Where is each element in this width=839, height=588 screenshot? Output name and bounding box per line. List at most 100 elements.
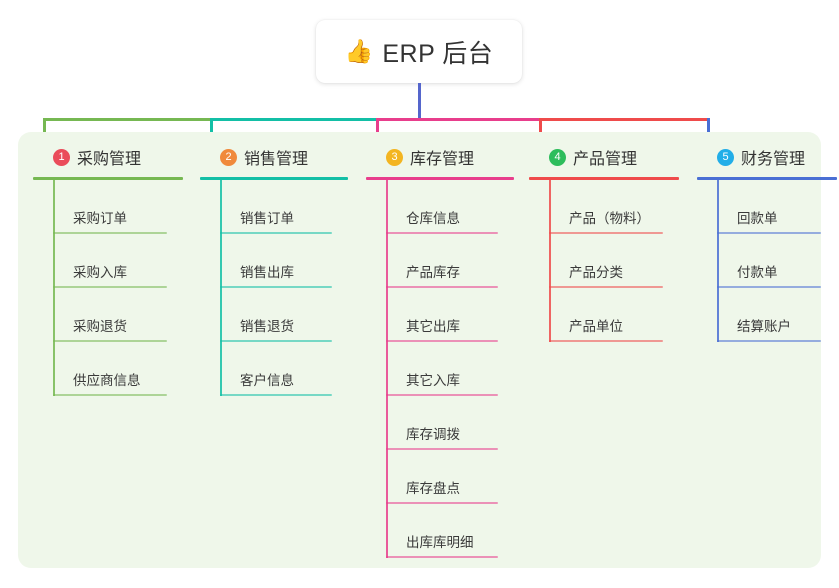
branch-rule-3 (366, 177, 514, 180)
leaf-item[interactable]: 出库库明细 (386, 504, 514, 558)
leaf-item-underline (53, 340, 167, 342)
leaf-item-underline (386, 448, 498, 450)
branch-title-1: 采购管理 (77, 151, 142, 168)
thumbs-up-icon: 👍 (344, 38, 374, 64)
leaf-item-label: 销售出库 (240, 265, 294, 280)
leaf-item[interactable]: 结算账户 (717, 288, 837, 342)
branch-items-4: 产品（物料） 产品分类产品单位 (549, 180, 679, 342)
branch-title-3: 库存管理 (410, 151, 475, 168)
leaf-item-label: 产品（物料） (569, 211, 650, 226)
root-title: ERP 后台 (382, 39, 494, 68)
branch-column-3: 3 库存管理仓库信息产品库存其它出库其它入库库存调拨库存盘点出库库明细 (366, 142, 514, 558)
leaf-item-underline (717, 340, 821, 342)
leaf-item-label: 产品单位 (569, 319, 623, 334)
branch-header-1[interactable]: 1 采购管理 (33, 142, 183, 172)
leaf-item[interactable]: 其它入库 (386, 342, 514, 396)
leaf-item-underline (717, 286, 821, 288)
branch-header-4[interactable]: 4 产品管理 (529, 142, 679, 172)
branch-header-3[interactable]: 3 库存管理 (366, 142, 514, 172)
leaf-item-underline (386, 340, 498, 342)
leaf-item-underline (220, 286, 332, 288)
leaf-item-label: 产品分类 (569, 265, 623, 280)
leaf-item-label: 采购退货 (73, 319, 127, 334)
branch-title-2: 销售管理 (244, 151, 309, 168)
leaf-item[interactable]: 产品库存 (386, 234, 514, 288)
leaf-item-label: 其它入库 (406, 373, 460, 388)
leaf-item-label: 仓库信息 (406, 211, 460, 226)
leaf-item-label: 库存盘点 (406, 481, 460, 496)
branch-rule-2 (200, 177, 348, 180)
bus-segment-1 (43, 118, 213, 121)
trunk-line (418, 83, 421, 120)
leaf-item-underline (717, 232, 821, 234)
leaf-item[interactable]: 仓库信息 (386, 180, 514, 234)
leaf-item-underline (53, 232, 167, 234)
branch-badge-1: 1 (53, 148, 70, 166)
branch-rule-1 (33, 177, 183, 180)
branch-rule-5 (697, 177, 837, 180)
bus-segment-2 (210, 118, 379, 121)
leaf-item-underline (386, 502, 498, 504)
leaf-item-underline (386, 232, 498, 234)
leaf-item-underline (549, 286, 663, 288)
leaf-item-label: 供应商信息 (73, 373, 141, 388)
leaf-item[interactable]: 产品单位 (549, 288, 679, 342)
leaf-item[interactable]: 采购入库 (53, 234, 183, 288)
leaf-item[interactable]: 销售出库 (220, 234, 348, 288)
leaf-item-underline (53, 394, 167, 396)
branch-header-2[interactable]: 2 销售管理 (200, 142, 348, 172)
branch-badge-3: 3 (386, 148, 403, 166)
leaf-item[interactable]: 客户信息 (220, 342, 348, 396)
branch-items-2: 销售订单销售出库销售退货客户信息 (220, 180, 348, 396)
branch-rule-4 (529, 177, 679, 180)
leaf-item-underline (549, 340, 663, 342)
leaf-item-underline (220, 394, 332, 396)
branch-badge-5: 5 (717, 148, 734, 166)
leaf-item-label: 其它出库 (406, 319, 460, 334)
branch-title-4: 产品管理 (573, 151, 638, 168)
branch-badge-4: 4 (549, 148, 566, 166)
leaf-item-label: 回款单 (737, 211, 778, 226)
leaf-item-underline (386, 286, 498, 288)
leaf-item-label: 出库库明细 (406, 535, 474, 550)
leaf-item-label: 采购订单 (73, 211, 127, 226)
branch-items-1: 采购订单采购入库采购退货供应商信息 (53, 180, 183, 396)
leaf-item-underline (386, 394, 498, 396)
leaf-item-label: 付款单 (737, 265, 778, 280)
leaf-item-label: 销售退货 (240, 319, 294, 334)
branch-title-5: 财务管理 (741, 151, 806, 168)
root-node[interactable]: 👍 ERP 后台 (316, 20, 522, 83)
leaf-item[interactable]: 产品（物料） (549, 180, 679, 234)
leaf-item[interactable]: 产品分类 (549, 234, 679, 288)
branch-spine-2 (220, 180, 222, 396)
leaf-item-label: 销售订单 (240, 211, 294, 226)
branch-spine-1 (53, 180, 55, 396)
leaf-item[interactable]: 付款单 (717, 234, 837, 288)
branch-items-5: 回款单付款单结算账户 (717, 180, 837, 342)
branch-column-5: 5 财务管理回款单付款单结算账户 (697, 142, 837, 342)
leaf-item-label: 库存调拨 (406, 427, 460, 442)
branch-spine-5 (717, 180, 719, 342)
leaf-item-underline (386, 556, 498, 558)
leaf-item[interactable]: 供应商信息 (53, 342, 183, 396)
branch-column-4: 4 产品管理产品（物料） 产品分类产品单位 (529, 142, 679, 342)
leaf-item-underline (220, 340, 332, 342)
leaf-item[interactable]: 销售退货 (220, 288, 348, 342)
leaf-item[interactable]: 采购退货 (53, 288, 183, 342)
leaf-item[interactable]: 销售订单 (220, 180, 348, 234)
branch-items-3: 仓库信息产品库存其它出库其它入库库存调拨库存盘点出库库明细 (386, 180, 514, 558)
branch-header-5[interactable]: 5 财务管理 (697, 142, 837, 172)
leaf-item-label: 结算账户 (737, 319, 791, 334)
leaf-item-label: 产品库存 (406, 265, 460, 280)
leaf-item-underline (53, 286, 167, 288)
branch-column-1: 1 采购管理采购订单采购入库采购退货供应商信息 (33, 142, 183, 396)
leaf-item-underline (549, 232, 663, 234)
branch-badge-2: 2 (220, 148, 237, 166)
leaf-item[interactable]: 采购订单 (53, 180, 183, 234)
branch-column-2: 2 销售管理销售订单销售出库销售退货客户信息 (200, 142, 348, 396)
leaf-item[interactable]: 库存盘点 (386, 450, 514, 504)
leaf-item-label: 采购入库 (73, 265, 127, 280)
leaf-item[interactable]: 其它出库 (386, 288, 514, 342)
leaf-item[interactable]: 回款单 (717, 180, 837, 234)
leaf-item[interactable]: 库存调拨 (386, 396, 514, 450)
